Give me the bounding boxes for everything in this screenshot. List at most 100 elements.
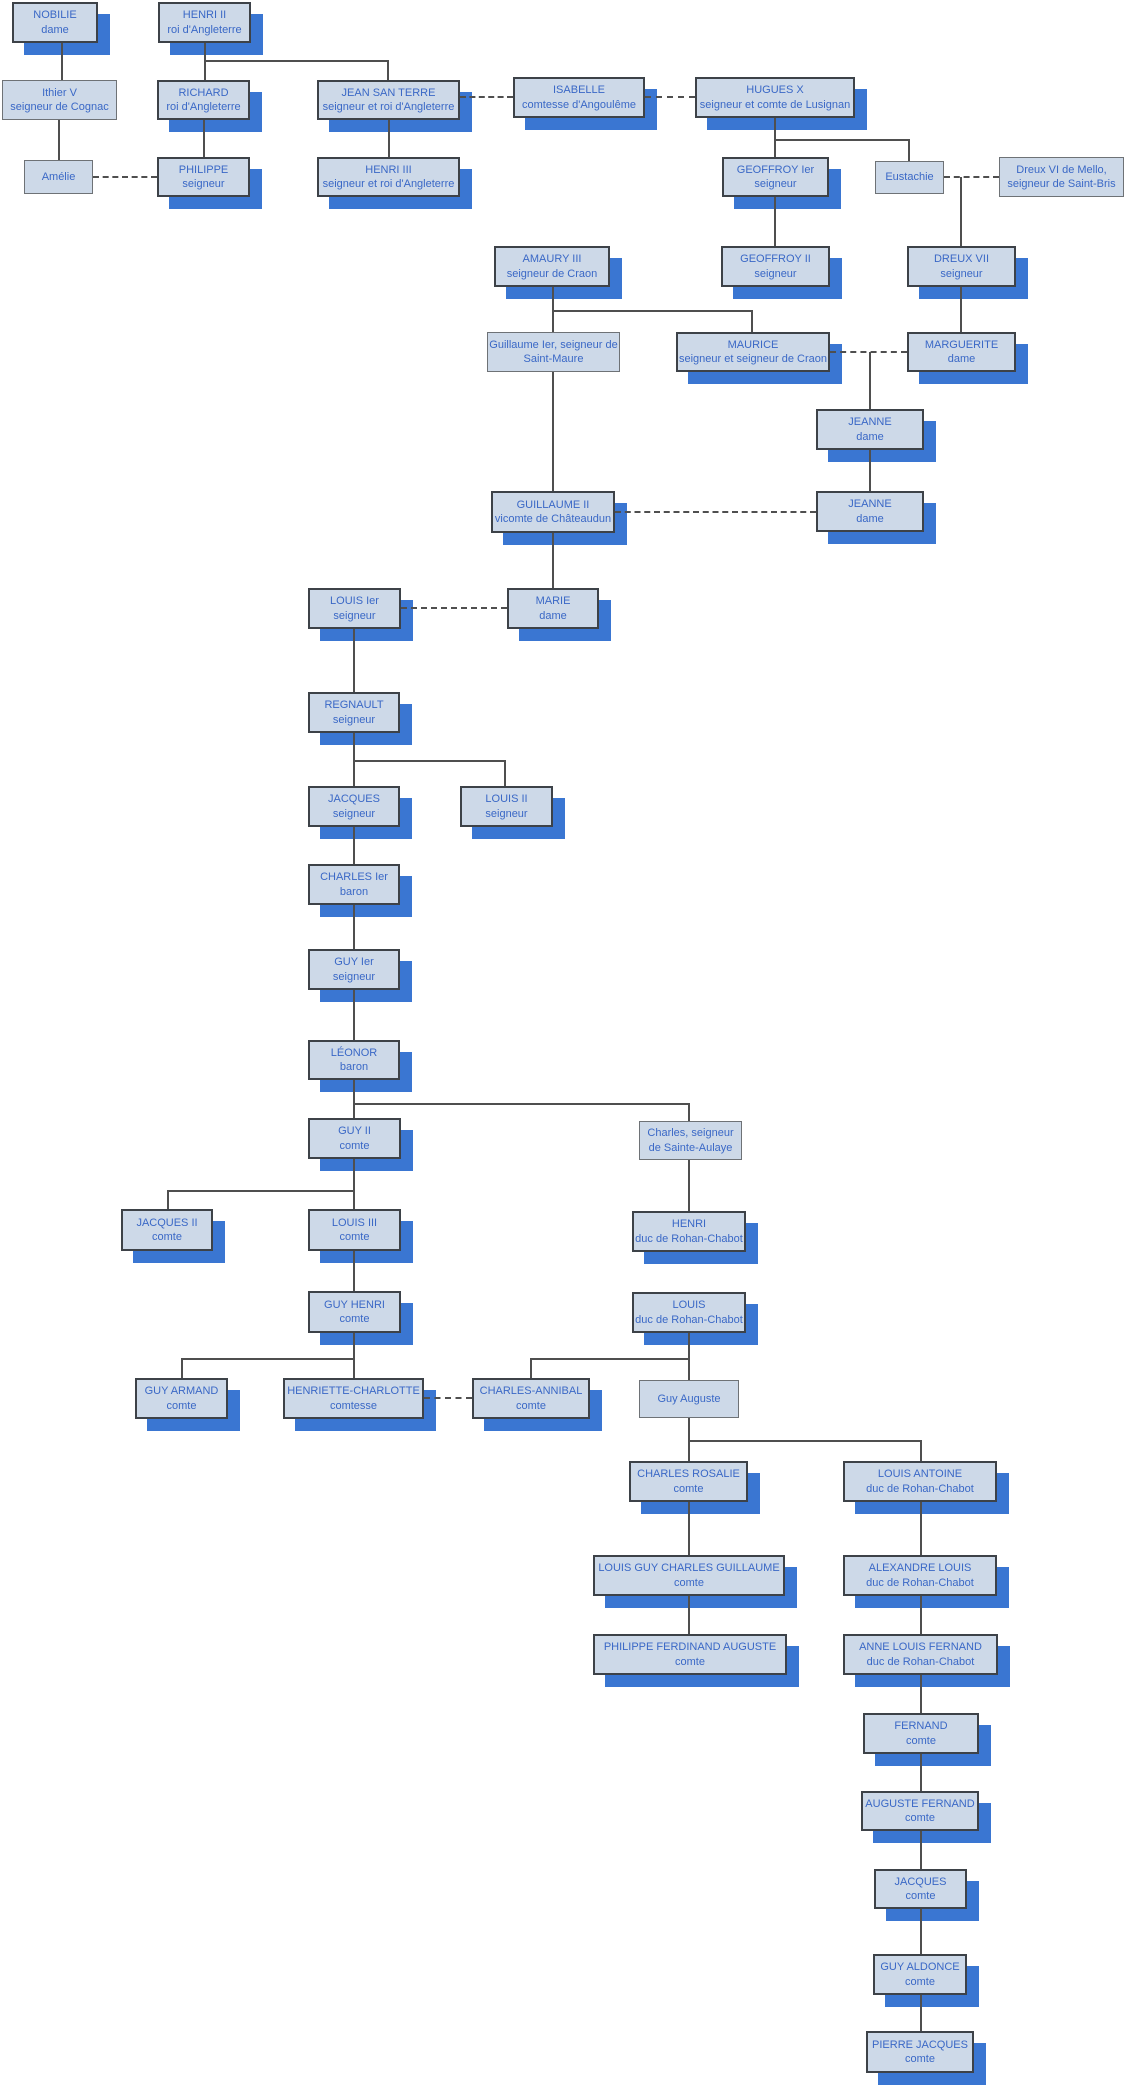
connector-line [751, 310, 753, 332]
connector-line [530, 1358, 532, 1378]
person-title: dame [947, 353, 976, 365]
person-title: dame [539, 609, 567, 622]
connector-line [353, 1159, 355, 1209]
connector-line [688, 1103, 690, 1121]
person-name: JACQUES II [136, 1216, 198, 1229]
connector-line [353, 629, 355, 692]
person-title: dame [856, 512, 884, 525]
connector-line [688, 1160, 690, 1211]
person-name: REGNAULT [324, 699, 384, 712]
person-title: seigneur de Cognac [10, 101, 109, 113]
marriage-line [645, 96, 695, 98]
person-title: seigneur et comte de Lusignan [699, 98, 851, 111]
person-title: seigneur de Saint-Bris [1007, 178, 1116, 190]
person-title: roi d'Angleterre [166, 101, 241, 113]
person-name: JEANNE [848, 416, 892, 429]
connector-line [920, 1754, 922, 1791]
person-title: dame [856, 430, 884, 443]
person-title: seigneur [754, 178, 797, 190]
connector-line [688, 1440, 922, 1442]
person-name: GEOFFROY II [740, 253, 811, 266]
connector-line [181, 1358, 355, 1360]
person-name: ANNE LOUIS FERNAND [859, 1641, 982, 1654]
person-name: JEANNE [848, 498, 892, 511]
connector-line [353, 1333, 355, 1378]
connector-line [353, 990, 355, 1040]
person-node-amelie[interactable]: Amélie [24, 160, 93, 194]
connector-line [552, 533, 554, 588]
person-title: de Sainte-Aulaye [648, 1141, 733, 1154]
person-node-jacques-comte[interactable]: JACQUES comte [874, 1869, 967, 1909]
connector-line [167, 1190, 169, 1209]
person-node-marguerite[interactable]: MARGUERITE dame [907, 332, 1016, 372]
person-name: GUILLAUME II [516, 498, 590, 511]
person-name: HENRI II [182, 9, 227, 22]
connector-line [774, 139, 910, 141]
person-title: comte [673, 1482, 704, 1495]
person-node-dreux-vi-de-mello[interactable]: Dreux VI de Mello,seigneur de Saint-Bris [999, 157, 1124, 197]
connector-line [353, 733, 355, 786]
connector-line [388, 120, 390, 157]
person-title: comtesse [329, 1399, 378, 1412]
person-name: MARGUERITE [924, 338, 999, 351]
person-title: seigneur [485, 807, 528, 820]
person-node-eustachie[interactable]: Eustachie [875, 161, 944, 194]
person-title: comte [905, 1890, 936, 1902]
connector-line [353, 827, 355, 864]
connector-line [920, 1995, 922, 2031]
person-name: JACQUES [894, 1875, 947, 1888]
person-node-guy-auguste[interactable]: Guy Auguste [639, 1380, 739, 1418]
person-title: seigneur [332, 807, 376, 820]
marriage-line [615, 511, 816, 513]
person-name: AUGUSTE FERNAND [865, 1797, 975, 1810]
person-name: GUY HENRI [324, 1298, 385, 1311]
person-name: CHARLES-ANNIBAL [479, 1385, 583, 1398]
